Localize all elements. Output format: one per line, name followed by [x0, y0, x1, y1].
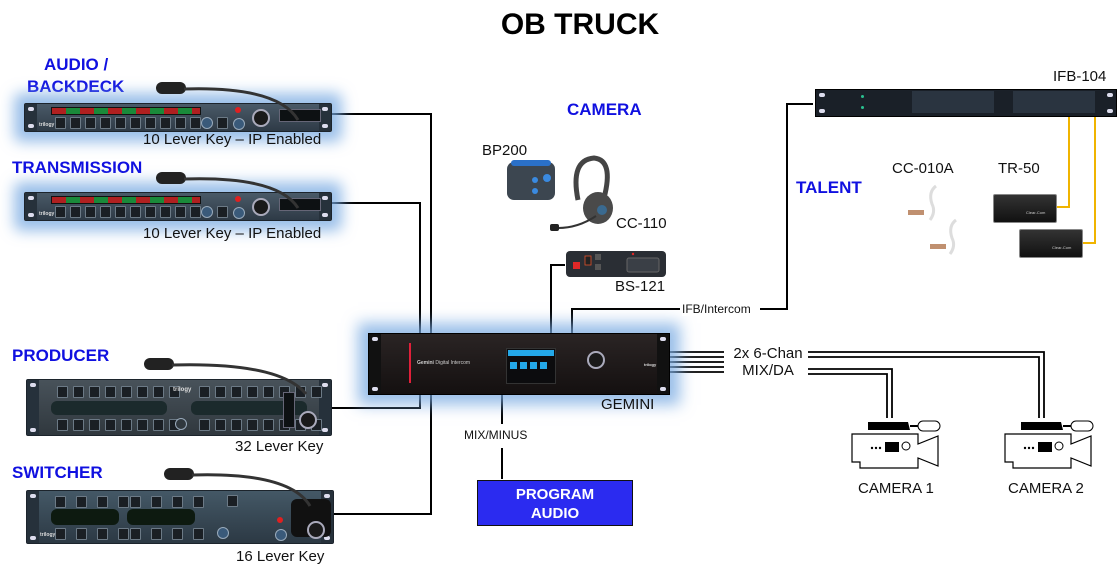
wire-camera2-b: [808, 356, 1040, 418]
brand-label: trilogy: [40, 532, 56, 538]
label-switcher: SWITCHER: [12, 463, 103, 482]
gemini-brand: Gemini Digital Intercom: [417, 360, 471, 366]
belt-pack-icon: [507, 160, 555, 200]
label-transmission: TRANSMISSION: [12, 158, 143, 177]
camera1-icon[interactable]: [848, 418, 948, 474]
tr50-receiver-2[interactable]: Clear-Com: [1019, 229, 1083, 258]
tr50-receiver-1[interactable]: Clear-Com: [993, 194, 1057, 223]
wire-ifb-intercom-2: [760, 103, 813, 310]
wire-audio-backdeck: [332, 113, 432, 333]
caption-producer: 32 Lever Key: [235, 438, 324, 455]
ifb104-rack[interactable]: [815, 89, 1117, 117]
caption-bs121: BS-121: [615, 278, 666, 295]
caption-gemini: GEMINI: [601, 396, 655, 413]
label-ifb-intercom: IFB/Intercom: [682, 302, 751, 316]
wire-camera1-a: [808, 368, 893, 418]
wire-bs121: [550, 264, 565, 333]
wire-ifb-intercom: [571, 308, 680, 333]
brand-label: trilogy: [644, 362, 657, 367]
gemini-red-bar: [409, 343, 411, 383]
diagram-title: OB TRUCK: [500, 8, 660, 41]
caption-tr50: TR-50: [998, 160, 1040, 177]
wire-tr50-2: [1082, 115, 1096, 244]
label-producer: PRODUCER: [12, 346, 110, 365]
program-audio-box[interactable]: PROGRAM AUDIO: [477, 480, 633, 526]
wire-camera1-b: [808, 373, 888, 418]
panel-producer[interactable]: trilogy: [26, 379, 332, 436]
wire-switcher: [332, 393, 432, 515]
panel-audio-backdeck[interactable]: trilogy: [24, 103, 332, 132]
label-mix-minus: MIX/MINUS: [464, 428, 528, 442]
caption-ifb104: IFB-104: [1053, 68, 1107, 85]
label-mix-da: 2x 6-Chan MIX/DA: [733, 345, 803, 379]
earpiece-icon: [908, 184, 957, 255]
label-audio-backdeck: AUDIO /: [44, 55, 109, 74]
caption-cc010a: CC-010A: [892, 160, 954, 177]
caption-cc110: CC-110: [616, 215, 667, 232]
gemini-frame[interactable]: Gemini Digital Intercom trilogy: [368, 333, 670, 395]
brand-label: trilogy: [173, 387, 192, 393]
gooseneck-mic-icon: [164, 468, 312, 507]
panel-transmission[interactable]: trilogy: [24, 192, 332, 221]
caption-transmission: 10 Lever Key – IP Enabled: [143, 225, 322, 242]
base-station-icon[interactable]: [565, 250, 667, 280]
brand-label: trilogy: [39, 211, 55, 217]
caption-audio-backdeck: 10 Lever Key – IP Enabled: [143, 131, 322, 148]
wire-camera2-a: [808, 351, 1045, 418]
caption-switcher: 16 Lever Key: [236, 548, 325, 565]
caption-camera1: CAMERA 1: [858, 480, 934, 497]
label-camera: CAMERA: [567, 100, 642, 119]
caption-bp200: BP200: [482, 142, 528, 159]
camera2-icon[interactable]: [1001, 418, 1101, 474]
gooseneck-mic-icon: [156, 82, 300, 121]
headset-icon: [550, 155, 613, 231]
caption-camera2: CAMERA 2: [1008, 480, 1084, 497]
panel-switcher[interactable]: trilogy: [26, 490, 334, 544]
gooseneck-mic-icon: [144, 358, 308, 395]
wire-tr50-1: [1057, 115, 1070, 208]
brand-label: trilogy: [39, 122, 55, 128]
wire-producer: [330, 393, 421, 409]
gemini-touchscreen[interactable]: [506, 348, 556, 384]
wire-transmission: [332, 202, 421, 333]
label-talent: TALENT: [796, 178, 862, 197]
gooseneck-mic-icon: [156, 172, 300, 209]
label-audio-backdeck-2: BACKDECK: [27, 77, 125, 96]
